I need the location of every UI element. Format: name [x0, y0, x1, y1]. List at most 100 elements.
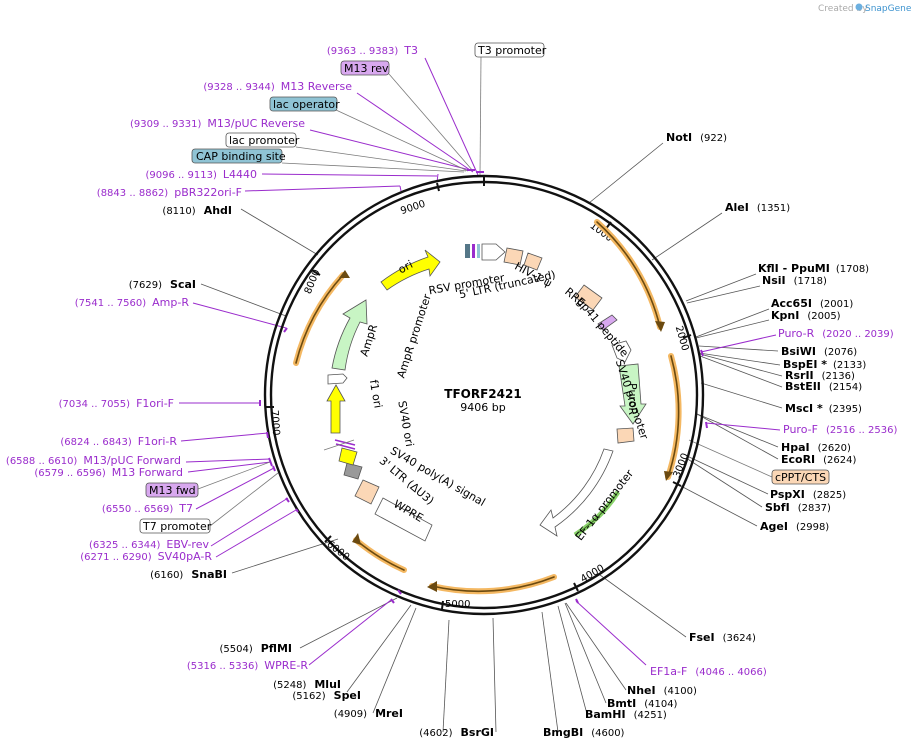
label-puror: PuroR — [626, 383, 639, 415]
enzyme-kfli-ppumi: KflI - PpuMI(1708) — [758, 262, 869, 275]
puror-arrow — [618, 363, 647, 425]
enzyme-bsiwi: BsiWI(2076) — [781, 345, 857, 358]
primer-leader-lines — [179, 56, 781, 666]
enzyme-noti: NotI(922) — [666, 131, 727, 144]
tick-label-5000: 5000 — [445, 599, 470, 610]
enzyme-scai: (7629)ScaI — [129, 278, 196, 291]
credit-brand: SnapGene — [865, 4, 912, 14]
ampr-arrow — [331, 299, 368, 371]
primer-wpre-r: (5316 .. 5336)WPRE-R — [187, 659, 308, 672]
label-ef1a-promoter: EF-1α promoter — [573, 467, 637, 543]
enzyme-bsrgi: (4602)BsrGI — [419, 726, 494, 739]
enzyme-leader-lines — [200, 142, 783, 733]
snapgene-logo-icon — [855, 3, 863, 11]
primer-t3: (9363 .. 9383)T3 — [327, 44, 418, 57]
ampr-promoter-arrow — [327, 373, 348, 385]
primer-puro-f: Puro-F(2516 .. 2536) — [783, 423, 897, 436]
primer-amp-r: (7541 .. 7560)Amp-R — [75, 296, 190, 309]
wpre-box — [374, 497, 433, 542]
enzyme-msci: MscI *(2395) — [785, 402, 862, 415]
enzyme-snabi: (6160)SnaBI — [150, 568, 227, 581]
primer-pbr322ori-f: (8843 .. 8862)pBR322ori-F — [97, 186, 242, 199]
label-f1ori: f1 ori — [367, 379, 385, 410]
box-t7-promoter: T7 promoter — [142, 520, 212, 533]
plasmid-name: TFORF2421 — [444, 387, 521, 401]
boxed-labels: T3 promoter M13 rev lac operator lac pro… — [139, 42, 830, 534]
enzyme-bsteii: BstEII(2154) — [785, 380, 862, 393]
inner-features — [323, 243, 647, 542]
enzyme-kpni: KpnI(2005) — [771, 309, 841, 322]
primer-m13-forward: (6579 .. 6596)M13 Forward — [34, 466, 183, 479]
enzyme-fsei: FseI(3624) — [689, 631, 756, 644]
rsv-promoter-arrow — [481, 243, 506, 261]
box-lac-promoter: lac promoter — [229, 134, 300, 147]
primer-sv40pa-r: (6271 .. 6290)SV40pA-R — [80, 550, 212, 563]
label-amp-promoter: AmpR promoter — [394, 292, 434, 380]
tick-label-4000: 4000 — [579, 563, 607, 585]
sv40pa-box — [343, 462, 363, 480]
sv40ori-box — [338, 447, 358, 466]
box-lac-operator: lac operator — [273, 98, 340, 111]
sv40-promoter-arrow — [611, 340, 632, 363]
primer-m13-puc-forward: (6588 .. 6610)M13/pUC Forward — [6, 454, 181, 467]
box-m13-fwd: M13 fwd — [149, 484, 196, 497]
enzyme-nsii: NsiI(1718) — [762, 274, 827, 287]
enzyme-bmgbi: BmgBI(4600) — [543, 726, 625, 739]
tick-label-8000: 8000 — [303, 268, 323, 296]
label-gp41: gp41 peptide — [574, 295, 631, 360]
enzyme-mlui: (5248)MluI — [273, 678, 341, 691]
enzyme-hpai: HpaI(2620) — [781, 441, 851, 454]
primer-marks — [259, 169, 708, 604]
primer-f1ori-r: (6824 .. 6843)F1ori-R — [60, 435, 177, 448]
enzyme-pflmi: (5504)PflMI — [219, 642, 292, 655]
primer-ebv-rev: (6325 .. 6344)EBV-rev — [89, 538, 209, 551]
ef1a-promoter-arrow — [539, 448, 614, 537]
enzyme-acc65i: Acc65I(2001) — [771, 297, 853, 310]
box-m13-rev: M13 rev — [344, 62, 389, 75]
plasmid-size: 9406 bp — [460, 401, 505, 414]
f1ori-arrow — [326, 384, 346, 434]
primer-l4440: (9096 .. 9113)L4440 — [145, 168, 257, 181]
primer-m13-puc-reverse: (9309 .. 9331)M13/pUC Reverse — [130, 117, 305, 130]
primer-ef1a-f: EF1a-F(4046 .. 4066) — [650, 665, 767, 678]
enzyme-sbfi: SbfI(2837) — [765, 501, 831, 514]
enzyme-bamhi: BamHI(4251) — [585, 708, 667, 721]
enzyme-ecori: EcoRI(2624) — [781, 453, 857, 466]
enzyme-pspxi: PspXI(2825) — [770, 488, 846, 501]
tick-marks — [266, 176, 692, 610]
tick-label-9000: 9000 — [399, 199, 427, 217]
enzyme-labels: NotI(922) AleI(1351) KflI - PpuMI(1708) … — [129, 131, 869, 739]
cppt-box — [616, 427, 635, 444]
orf-arcs — [293, 219, 682, 595]
enzyme-rsrii: RsrII(2136) — [785, 369, 855, 382]
ltr3-box — [354, 479, 380, 505]
enzyme-agei: AgeI(2998) — [760, 520, 829, 533]
small-feature-mark — [465, 244, 470, 258]
credit-text: Created by — [818, 4, 868, 14]
label-sv40ori: SV40 ori — [395, 400, 416, 448]
enzyme-bmti: BmtI(4104) — [607, 697, 678, 710]
enzyme-nhei: NheI(4100) — [627, 684, 697, 697]
box-t3-promoter: T3 promoter — [477, 44, 547, 57]
enzyme-mrei: (4909)MreI — [334, 707, 403, 720]
primer-f1ori-f: (7034 .. 7055)F1ori-F — [59, 397, 174, 410]
label-ampr: AmpR — [358, 322, 381, 358]
gp41-box — [597, 314, 618, 331]
label-ori: ori — [396, 258, 415, 276]
hiv-psi-box — [523, 252, 543, 271]
ori-arrow — [380, 249, 441, 291]
primer-t7: (6550 .. 6569)T7 — [102, 502, 193, 515]
box-cap-binding-site: CAP binding site — [196, 150, 286, 163]
primer-labels: (9363 .. 9383)T3 (9328 .. 9344)M13 Rever… — [6, 44, 898, 678]
rre-box — [574, 284, 603, 311]
primer-m13-reverse: (9328 .. 9344)M13 Reverse — [203, 80, 352, 93]
tick-label-7000: 7000 — [268, 410, 281, 436]
ltr5-box — [503, 247, 524, 266]
enzyme-ahdi: (8110)AhdI — [162, 204, 232, 217]
enzyme-bspei: BspEI *(2133) — [783, 358, 866, 371]
enzyme-spei: (5162)SpeI — [292, 689, 361, 702]
primer-puro-r: Puro-R(2020 .. 2039) — [778, 327, 894, 340]
enzyme-alei: AleI(1351) — [725, 201, 790, 214]
box-cppt-cts: cPPT/CTS — [775, 471, 826, 484]
